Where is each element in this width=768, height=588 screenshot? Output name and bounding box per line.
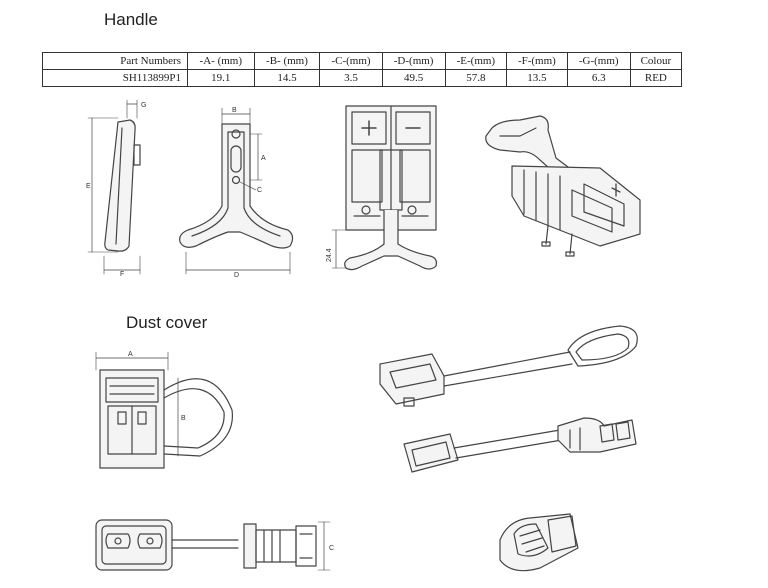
dim-label-g: G (141, 102, 146, 109)
header-a: -A- (mm) (187, 52, 255, 70)
dust-cover-section-title: Dust cover (126, 313, 208, 332)
dim-label-24-4: 24.4 (326, 248, 333, 262)
dust-cover-side-view-2-drawing (243, 521, 331, 571)
dim-label-a: A (261, 155, 266, 162)
dust-cover-top-view-drawing (95, 519, 239, 571)
connector-front-view-drawing (331, 105, 437, 271)
header-colour: Colour (629, 52, 683, 70)
connector-3d-view-drawing (485, 115, 641, 257)
dust-cover-3d-view-small-drawing (499, 513, 579, 572)
cell-part-number: SH113899P1 (42, 69, 188, 87)
header-g: -G-(mm) (566, 52, 631, 70)
dim-label-f: F (120, 271, 124, 278)
dust-dim-label-a: A (128, 351, 133, 358)
cell-b: 14.5 (253, 69, 321, 87)
dust-cover-3d-view-top-drawing (379, 325, 638, 407)
cell-e: 57.8 (444, 69, 508, 87)
dim-label-b: B (232, 107, 237, 114)
cell-d: 49.5 (381, 69, 446, 87)
cell-a: 19.1 (187, 69, 255, 87)
handle-section-title: Handle (104, 10, 158, 29)
dust-dim-label-c: C (329, 545, 334, 552)
dust-dim-label-b: B (181, 415, 186, 422)
spec-table: Part Numbers -A- (mm) -B- (mm) -C-(mm) -… (42, 52, 683, 87)
dim-label-c: C (257, 187, 262, 194)
spec-table-row: SH113899P1 19.1 14.5 3.5 49.5 57.8 13.5 … (42, 69, 683, 87)
dust-cover-3d-view-bottom-drawing (403, 417, 637, 473)
handle-front-view-drawing (179, 107, 294, 275)
dust-cover-side-view-drawing (95, 351, 233, 469)
spec-table-header-row: Part Numbers -A- (mm) -B- (mm) -C-(mm) -… (42, 52, 683, 70)
dim-label-e: E (86, 183, 91, 190)
header-e: -E-(mm) (444, 52, 508, 70)
handle-side-view-drawing (87, 99, 141, 275)
dim-label-d: D (234, 272, 239, 279)
cell-colour: RED (629, 69, 683, 87)
cell-c: 3.5 (319, 69, 383, 87)
